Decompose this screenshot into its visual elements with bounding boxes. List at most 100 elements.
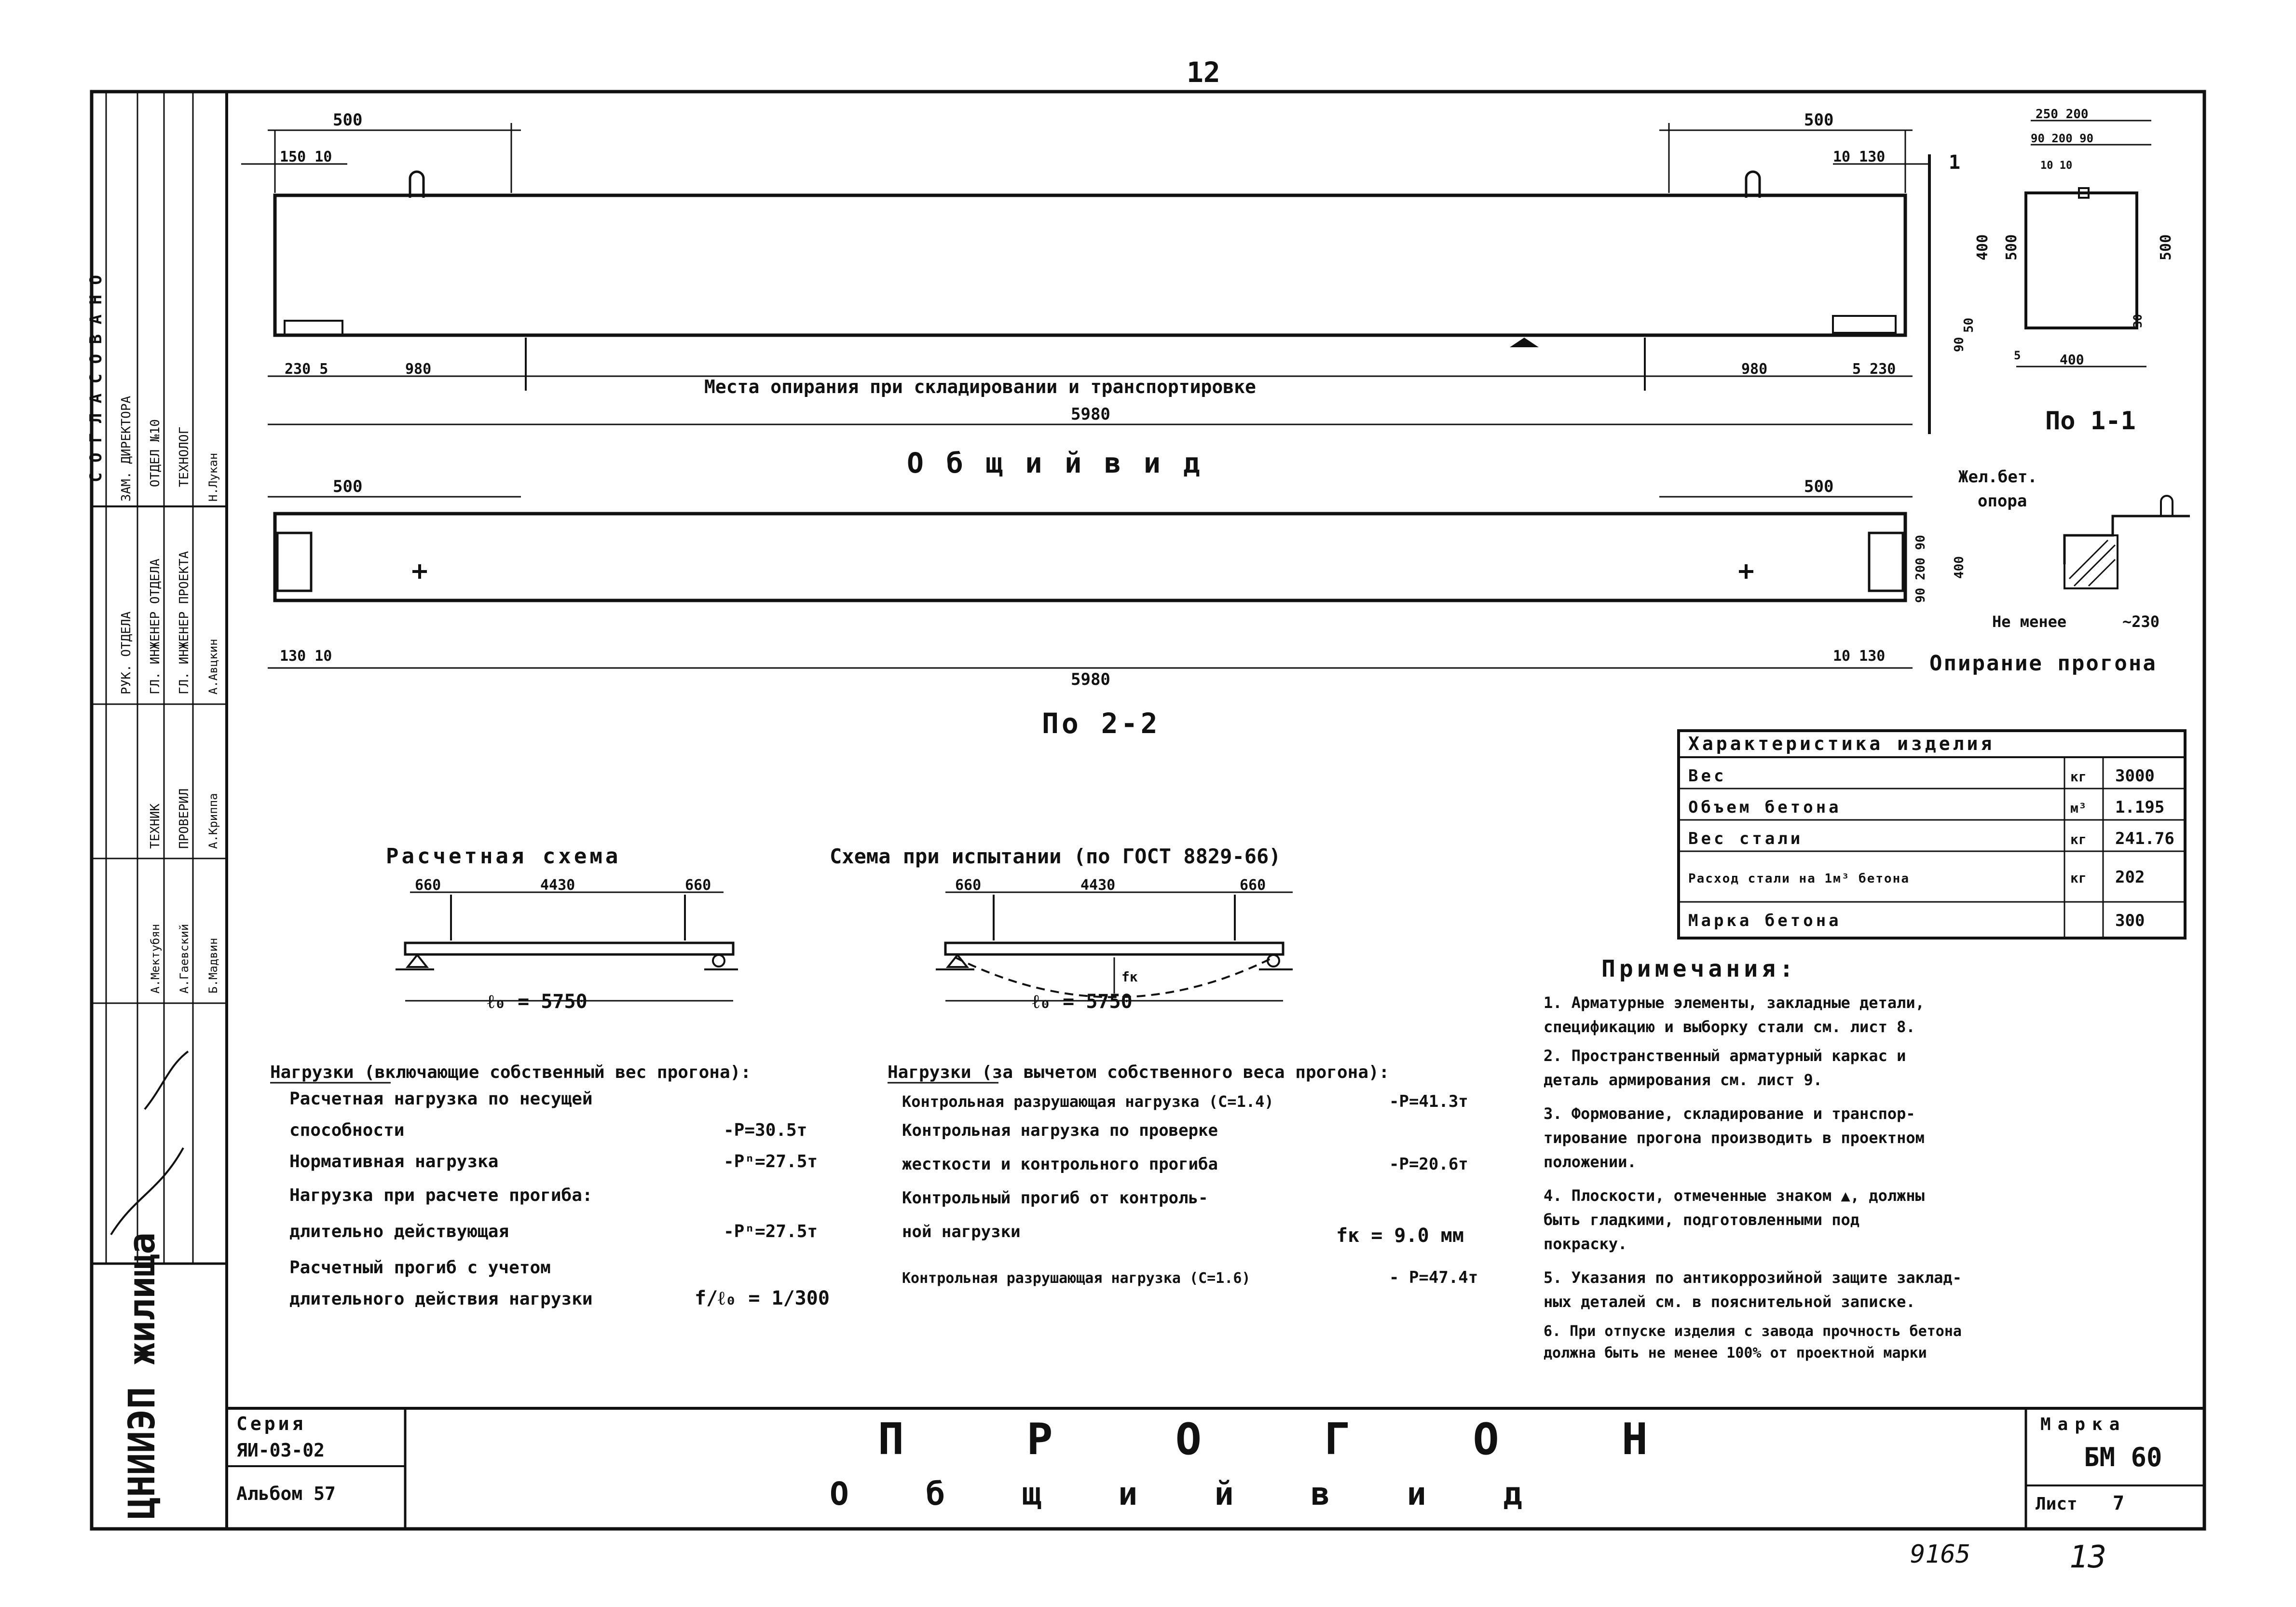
test-dim-1: 660 <box>955 877 981 894</box>
calc-beam <box>404 941 735 956</box>
stamp-dept2: ТЕХНОЛОГ <box>177 427 191 487</box>
lifting-loop-left <box>409 170 425 198</box>
stamp-name-6: Н.Лукан <box>206 453 220 502</box>
page-top-number: 12 <box>1187 56 1220 89</box>
plan-dim-500-left: 500 <box>333 477 362 496</box>
test-dim-3: 660 <box>1240 877 1266 894</box>
support-detail-title: Опирание прогона <box>1929 651 2157 676</box>
loads-right-label-2: жесткости и контрольного прогиба <box>902 1155 1218 1174</box>
loads-right: Нагрузки (за вычетом собственного веса п… <box>888 1062 1478 1287</box>
mark-value: БМ 60 <box>2084 1442 2162 1472</box>
loads-left-value-6: f/ℓ₀ = 1/300 <box>695 1287 830 1309</box>
calc-dim-2: 4430 <box>540 877 575 894</box>
loads-left-value-4: -Pⁿ=27.5т <box>724 1222 818 1241</box>
test-dim-2: 4430 <box>1080 877 1115 894</box>
dim-980-left: 980 <box>405 361 431 378</box>
album: Альбом 57 <box>236 1483 336 1504</box>
note-line-1: спецификацию и выборку стали см. лист 8. <box>1544 1018 1915 1036</box>
plan-dim-130-10: 130 10 <box>280 648 332 665</box>
char-row-2-value: 241.76 <box>2115 829 2174 848</box>
loads-left-value-1: -P=30.5т <box>724 1120 807 1140</box>
loads-left-label-1: способности <box>289 1120 404 1140</box>
loads-left-label-2: Нормативная нагрузка <box>289 1152 498 1171</box>
note-line-13: должна быть не менее 100% от проектной м… <box>1544 1345 1927 1362</box>
char-row-0-name: Вес <box>1688 766 1726 786</box>
loads-left-label-4: длительно действующая <box>289 1222 509 1241</box>
notes: Примечания: 1. Арматурные элементы, закл… <box>1544 955 1962 1362</box>
note-line-2: 2. Пространственный арматурный каркас и <box>1544 1047 1906 1065</box>
section-1-1-dims-top2: 90 200 90 <box>2031 132 2093 145</box>
test-beam <box>944 941 1285 956</box>
lifting-loop-right <box>1745 170 1761 198</box>
test-span: ℓ₀ = 5750 <box>1032 991 1133 1013</box>
char-row-0-unit: кг <box>2070 769 2087 785</box>
char-row-2-unit: кг <box>2070 831 2087 847</box>
signature-1 <box>110 1147 184 1236</box>
dim-total: 5980 <box>1071 405 1110 424</box>
section-2-2-title: По 2-2 <box>1042 707 1161 740</box>
stamp-name-2: А.Гаевский <box>178 924 191 994</box>
section-1-1-dim-400: 400 <box>2060 352 2084 368</box>
characteristics-table: Характеристика изделия Вес кг 3000 Объем… <box>1677 729 2187 940</box>
test-scheme-title: Схема при испытании (по ГОСТ 8829-66) <box>830 844 1281 868</box>
stamp-name-4: А.Криппа <box>206 793 220 849</box>
section-mark: 1 <box>1949 151 1960 174</box>
support-detail-min-label: Не менее <box>1992 613 2066 631</box>
support-label: Места опирания при складировании и транс… <box>704 376 1256 397</box>
series-label: Серия <box>236 1413 306 1434</box>
loads-right-value-4: fк = 9.0 мм <box>1336 1225 1464 1247</box>
stamp-row-2: РУК. ОТДЕЛА <box>119 611 134 695</box>
beam-plan <box>273 512 1907 602</box>
support-detail-min-value: ~230 <box>2122 613 2159 631</box>
calc-span: ℓ₀ = 5750 <box>487 991 588 1013</box>
char-row-4-name: Марка бетона <box>1688 911 1842 930</box>
calc-dim-3: 660 <box>685 877 711 894</box>
note-line-3: деталь армирования см. лист 9. <box>1544 1071 1822 1089</box>
section-1-1-title: По 1-1 <box>2045 407 2136 436</box>
loads-right-label-5: Контрольная разрушающая нагрузка (С=1.6) <box>902 1270 1250 1287</box>
support-detail: Жел.бет. опора Не менее ~230 Опирание пр… <box>1929 467 2190 676</box>
dim-980-right: 980 <box>1741 361 1767 378</box>
loads-right-label-0: Контрольная разрушающая нагрузка (С=1.4) <box>902 1092 1274 1111</box>
support-detail-label2: опора <box>1978 491 2027 511</box>
deflection-curve <box>955 956 1274 998</box>
title-main: П Р О Г О Н <box>878 1414 1696 1465</box>
stamp-row-4: ГЛ. ИНЖЕНЕР ПРОЕКТА <box>177 551 191 695</box>
support-detail-label1: Жел.бет. <box>1958 467 2037 487</box>
loads-right-value-2: -P=20.6т <box>1389 1155 1468 1174</box>
dim-5-230: 5 230 <box>1852 361 1896 378</box>
dim-400: 400 <box>1974 234 1991 260</box>
note-line-11: ных деталей см. в пояснительной записке. <box>1544 1293 1915 1311</box>
note-line-9: покраску. <box>1544 1235 1627 1253</box>
stamp-row-5: ТЕХНИК <box>148 804 163 849</box>
sheet-label: Лист <box>2036 1494 2077 1514</box>
char-row-1-name: Объем бетона <box>1688 798 1842 817</box>
section-1-1-dims-10: 10 10 <box>2040 160 2072 172</box>
note-line-10: 5. Указания по антикоррозийной защите за… <box>1544 1268 1962 1287</box>
char-row-0-value: 3000 <box>2115 766 2155 786</box>
plan-dim-400: 400 <box>1952 556 1967 579</box>
loads-left-value-2: -Pⁿ=27.5т <box>724 1152 818 1171</box>
stamp-name-5: А.Авцкин <box>206 639 220 695</box>
title-sub: О б щ и й в и д <box>830 1475 1551 1512</box>
embedded-plate-plan-right <box>1868 531 1904 592</box>
char-row-1-unit: м³ <box>2070 800 2087 816</box>
section-1-1: 250 200 90 200 90 10 10 500 30 400 5 По … <box>2014 107 2174 436</box>
stamp-header: С О Г Л А С О В А Н О <box>86 275 106 482</box>
section-1-1-dim-500: 500 <box>2158 234 2174 260</box>
test-scheme: Схема при испытании (по ГОСТ 8829-66) 66… <box>830 844 1293 1013</box>
loads-right-value-0: -P=41.3т <box>1389 1092 1468 1111</box>
title-block: Серия ЯИ-03-02 Альбом 57 П Р О Г О Н О б… <box>227 1407 2204 1529</box>
section-1-1-dim-5: 5 <box>2014 349 2021 362</box>
stamp-organization: ЦНИИЭП жилища <box>120 1232 163 1519</box>
bottom-number-left: 9165 <box>1910 1540 1970 1569</box>
stamp-name-1: А.Мектубян <box>149 924 162 994</box>
embedded-plate-left <box>284 320 343 336</box>
dim-230-5: 230 5 <box>285 361 328 378</box>
note-line-4: 3. Формование, складирование и транспор- <box>1544 1104 1915 1123</box>
dim-500-right: 500 <box>1804 110 1833 130</box>
signature-2 <box>144 1050 189 1110</box>
section-1-1-dim-30: 30 <box>2131 314 2145 328</box>
note-line-7: 4. Плоскости, отмеченные знаком ▲, должн… <box>1544 1186 1925 1205</box>
